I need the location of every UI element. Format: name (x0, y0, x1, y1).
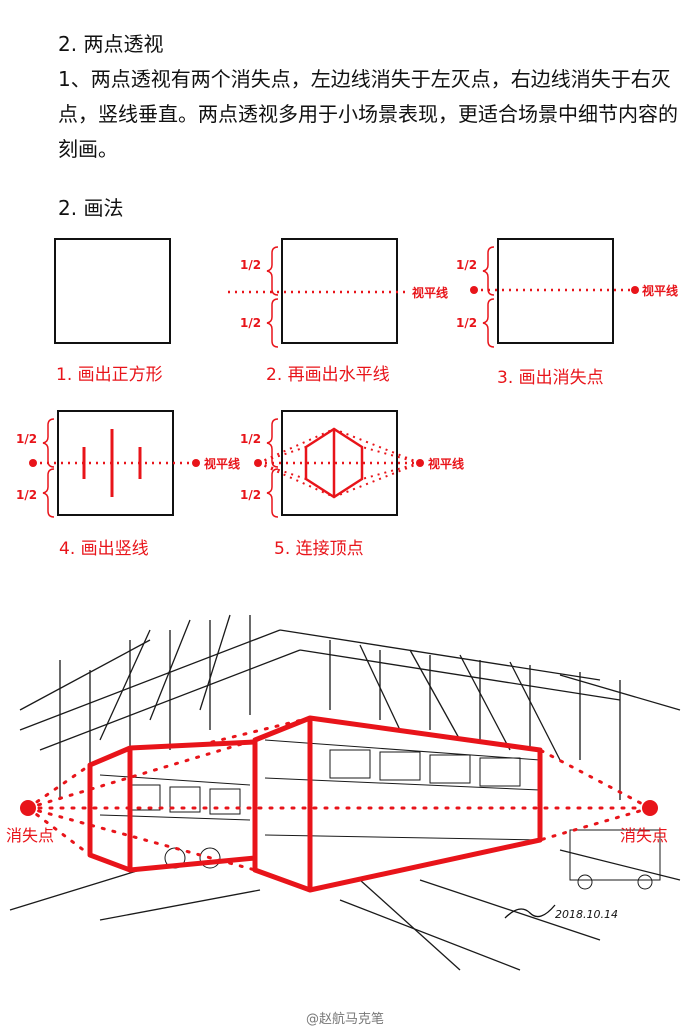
step3-vp-left (470, 286, 478, 294)
step3-horizon-label: 视平线 (642, 284, 679, 298)
step3-caption: 3. 画出消失点 (497, 368, 604, 388)
step2-half-bottom: 1/2 (240, 316, 262, 330)
step3-brace-bottom (482, 298, 495, 348)
method-title: 2. 画法 (58, 196, 124, 220)
step2-half-top: 1/2 (240, 258, 262, 272)
step4-half-bottom: 1/2 (16, 488, 38, 502)
intro-paragraph: 1、两点透视有两个消失点，左边线消失于左灭点，右边线消失于右灭点，竖线垂直。两点… (58, 67, 678, 161)
step3-brace-top (482, 246, 495, 296)
step3-half-bottom: 1/2 (456, 316, 478, 330)
step3-vp-right (631, 286, 639, 294)
step5-figure (254, 410, 424, 518)
step5-caption: 5. 连接顶点 (274, 539, 364, 559)
step4-brace-top (42, 418, 55, 468)
steps-diagram (29, 238, 639, 518)
section-title: 2. 两点透视 (58, 32, 164, 56)
step5-horizon-label: 视平线 (428, 457, 465, 471)
step5-half-top: 1/2 (240, 432, 262, 446)
step1-caption: 1. 画出正方形 (56, 365, 163, 385)
canopy-structure (9, 614, 681, 971)
step1-square (54, 238, 171, 344)
step3-square (497, 238, 614, 344)
step4-vp-left (29, 459, 37, 467)
signature-scribble (504, 904, 556, 919)
watermark: @赵航马克笔 (306, 1012, 385, 1027)
step5-brace-top (266, 418, 279, 468)
step4-caption: 4. 画出竖线 (59, 539, 149, 559)
step5-half-bottom: 1/2 (240, 488, 262, 502)
step4-figure (29, 410, 200, 518)
step4-vp-right (192, 459, 200, 467)
step2-caption: 2. 再画出水平线 (266, 365, 390, 385)
step4-brace-bottom (42, 468, 55, 518)
step2-brace-top (266, 246, 279, 296)
vanishing-guide-lines (26, 716, 652, 892)
step3-figure (470, 238, 639, 348)
step2-figure (228, 238, 410, 348)
step5-brace-bottom (266, 468, 279, 518)
step2-brace-bottom (266, 298, 279, 348)
tram-sketch (9, 614, 681, 971)
vanishing-label-right: 消失点 (620, 826, 669, 845)
step5-square (281, 410, 398, 516)
step5-connect-lines (257, 428, 421, 498)
step4-half-top: 1/2 (16, 432, 38, 446)
step3-half-top: 1/2 (456, 258, 478, 272)
step2-horizon-label: 视平线 (412, 286, 449, 300)
step4-horizon-label: 视平线 (204, 457, 241, 471)
vanishing-label-left: 消失点 (6, 826, 55, 845)
signature-date: 2018.10.14 (555, 908, 618, 921)
tram-left-outline (87, 739, 258, 873)
